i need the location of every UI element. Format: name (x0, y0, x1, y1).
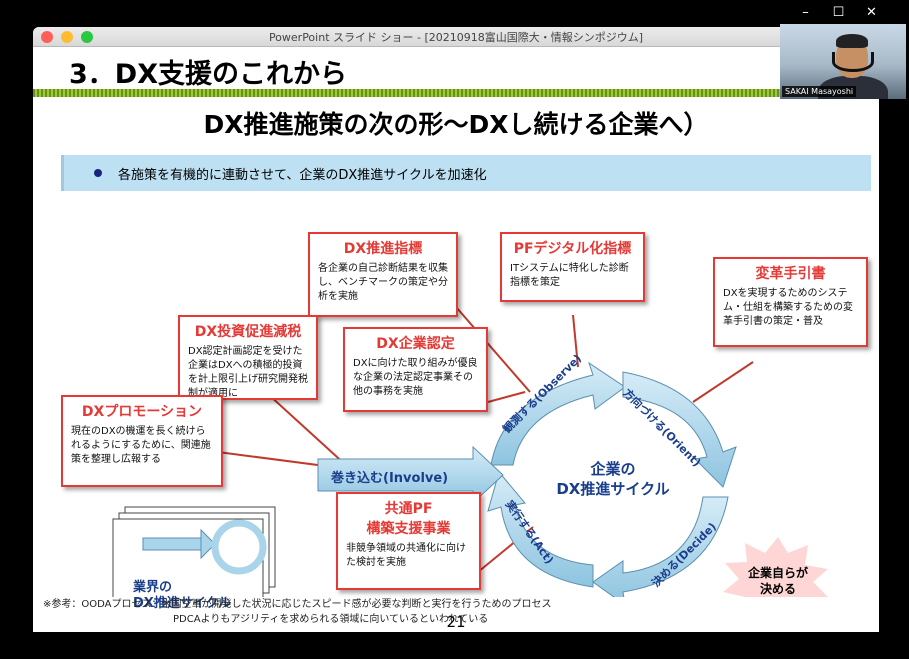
footnote-line2: PDCAよりもアジリティを求められる領域に向いているといわれている (173, 614, 489, 625)
reform-guide-box: 変革手引書 DXを実現するためのシステム・仕組を構築するための変革手引書の策定・… (713, 257, 868, 347)
slide-title: 3．DX支援のこれから (69, 59, 348, 90)
bullet-banner: 各施策を有機的に連動させて、企業のDX推進サイクルを加速化 (61, 155, 871, 191)
starburst-shape (723, 537, 828, 597)
window-title: PowerPoint スライド ショー - [20210918富山国際大・情報シ… (268, 30, 644, 44)
dx-promo-box: DXプロモーション 現在のDXの機運を長く続けられるようにするために、関連施策を… (61, 395, 223, 487)
enterprise-cycle-line1: 企業の (590, 460, 636, 478)
title-bar: PowerPoint スライド ショー - [20210918富山国際大・情報シ… (33, 27, 879, 47)
footnote-line1: ※参考：OODAプロセス：米国空軍が開発した状況に応じたスピード感が必要な判断と… (43, 599, 552, 610)
traffic-lights (33, 30, 93, 43)
maximize-button[interactable]: ☐ (832, 4, 845, 20)
diagram: DX推進指標 各企業の自己診断結果を収集し、ベンチマークの策定や分析を実施 PF… (33, 197, 879, 611)
slideshow-window: PowerPoint スライド ショー - [20210918富山国際大・情報シ… (33, 27, 879, 632)
close-button[interactable]: ✕ (866, 4, 877, 20)
slide-headline: DX推進施策の次の形～DXし続ける企業へ） (203, 110, 709, 139)
slide: 3．DX支援のこれから DX推進施策の次の形～DXし続ける企業へ） 各施策を有機… (33, 47, 879, 632)
observe-arrow (490, 361, 626, 466)
industry-cycle-graphic (112, 506, 276, 597)
common-pf-title-line1: 共通PF (384, 501, 433, 517)
dx-tax-body: DX認定計画認定を受けた企業はDXへの積極的投資を計上限引上げ研究開発税制が適用… (188, 346, 308, 399)
pf-digital-body: ITシステムに特化した診断指標を策定 (510, 263, 629, 288)
starburst-line1: 企業自らが (747, 566, 808, 580)
common-pf-body: 非競争領域の共通化に向けた検討を実施 (346, 543, 466, 568)
minimize-button[interactable]: – (802, 4, 809, 20)
dx-promo-title: DXプロモーション (81, 404, 203, 420)
common-pf-title: 共通PF 構築支援事業 (346, 498, 471, 538)
industry-cycle-line1: 業界の (133, 580, 173, 595)
title-underline (33, 89, 879, 97)
common-pf-box: 共通PF 構築支援事業 非競争領域の共通化に向けた検討を実施 (336, 492, 481, 590)
bullet-text: 各施策を有機的に連動させて、企業のDX推進サイクルを加速化 (118, 167, 487, 183)
orient-arrow (622, 371, 737, 488)
involve-label: 巻き込む(Involve) (331, 471, 449, 486)
dx-tax-title: DX投資促進減税 (194, 324, 302, 340)
close-dot-icon[interactable] (41, 30, 53, 43)
webcam-name-label: SAKAI Masayoshi (782, 86, 857, 97)
headset-icon (832, 52, 874, 72)
industry-cycle-label: 業界の DX推進サイクル (133, 580, 263, 612)
dx-index-title: DX推進指標 (343, 241, 423, 257)
pf-digital-title: PFデジタル化指標 (513, 241, 632, 257)
dx-tax-box: DX投資促進減税 DX認定計画認定を受けた企業はDXへの積極的投資を計上限引上げ… (178, 315, 318, 400)
dx-cert-body: DXに向けた取り組みが優良な企業の法定認定事業その他の事務を実施 (353, 358, 478, 397)
dx-cert-title: DX企業認定 (376, 336, 455, 352)
reform-guide-body: DXを実現するためのシステム・仕組を構築するための変革手引書の策定・普及 (723, 288, 853, 327)
enterprise-cycle-line2: DX推進サイクル (556, 480, 670, 498)
common-pf-title-line2: 構築支援事業 (366, 521, 451, 537)
footnote: ※参考：OODAプロセス：米国空軍が開発した状況に応じたスピード感が必要な判断と… (43, 597, 552, 627)
reform-guide-title: 変革手引書 (755, 266, 826, 282)
window-controls: – ☐ ✕ (789, 0, 909, 24)
enterprise-cycle-label: 企業の DX推進サイクル (548, 459, 678, 499)
dx-index-box: DX推進指標 各企業の自己診断結果を収集し、ベンチマークの策定や分析を実施 (308, 232, 458, 317)
dx-cert-box: DX企業認定 DXに向けた取り組みが優良な企業の法定認定事業その他の事務を実施 (343, 327, 488, 412)
industry-cycle-line2: DX推進サイクル (133, 596, 232, 611)
starburst-label: 企業自らが 決める (733, 565, 823, 597)
starburst-line2: 決める (759, 582, 796, 596)
dx-promo-body: 現在のDXの機運を長く続けられるようにするために、関連施策を整理し広報する (71, 426, 211, 465)
pf-digital-box: PFデジタル化指標 ITシステムに特化した診断指標を策定 (500, 232, 645, 302)
person-hair (836, 34, 868, 48)
bullet-dot-icon (94, 169, 102, 177)
zoom-dot-icon[interactable] (81, 30, 93, 43)
page-number: 21 (446, 613, 466, 631)
involve-arrow (317, 445, 504, 505)
minimize-dot-icon[interactable] (61, 30, 73, 43)
dx-index-body: 各企業の自己診断結果を収集し、ベンチマークの策定や分析を実施 (318, 263, 448, 302)
webcam-thumbnail[interactable]: SAKAI Masayoshi (780, 24, 906, 99)
diagram-graphics (112, 291, 828, 597)
